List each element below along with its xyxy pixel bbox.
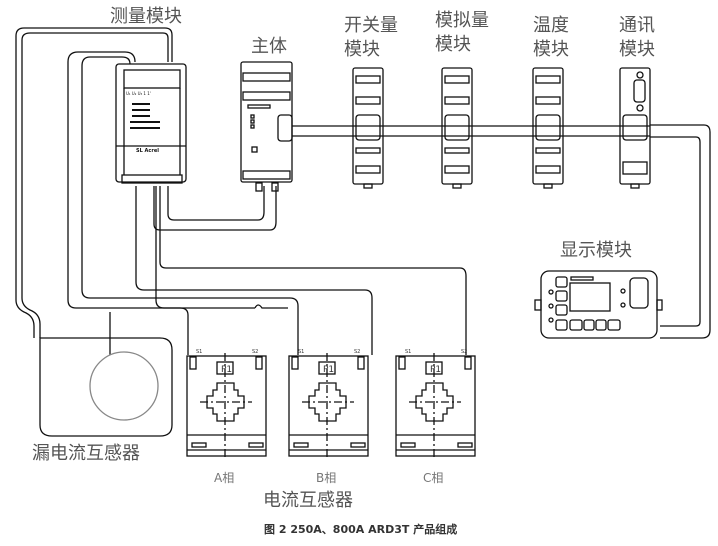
label-temperature-module-line1: 温度	[533, 15, 569, 36]
label-switch-module-line2: 模块	[344, 39, 380, 60]
measurement-brand: SL Acrel	[136, 148, 159, 154]
temperature-module-device	[532, 67, 564, 189]
ct-a-plate: P1	[221, 365, 232, 375]
measurement-module-device	[115, 63, 187, 184]
label-current-transformers: 电流互感器	[263, 490, 353, 511]
label-phase-c: C相	[423, 471, 444, 485]
label-switch-module-line1: 开关量	[344, 15, 398, 36]
ct-c-device	[395, 353, 476, 458]
label-comm-module: 通讯 模块	[619, 14, 655, 62]
svg-text:U₁ U₂ U₃ 1 1': U₁ U₂ U₃ 1 1'	[126, 91, 151, 96]
ct-c-s2: S2	[461, 349, 467, 355]
main-unit-device	[240, 61, 293, 192]
ct-b-plate: P1	[323, 365, 334, 375]
measurement-wiring	[15, 27, 467, 355]
label-comm-module-line1: 通讯	[619, 15, 655, 36]
label-analog-module-line2: 模块	[435, 34, 471, 55]
ct-b-s1: S1	[298, 349, 304, 355]
bus-cable	[292, 124, 711, 339]
label-switch-module: 开关量 模块	[344, 14, 398, 62]
label-main-unit: 主体	[251, 36, 287, 57]
label-measurement-module: 测量模块	[110, 6, 182, 27]
ct-a-s2: S2	[252, 349, 258, 355]
label-phase-a: A相	[214, 471, 235, 485]
label-phase-b: B相	[316, 471, 337, 485]
ct-a-device	[186, 353, 267, 458]
ct-a-s1: S1	[196, 349, 202, 355]
label-analog-module-line1: 模拟量	[435, 10, 489, 31]
switch-module-device	[352, 67, 384, 189]
comm-module-device	[619, 67, 651, 189]
ct-b-s2: S2	[354, 349, 360, 355]
leakage-ct-device	[39, 337, 173, 437]
analog-module-device	[441, 67, 473, 189]
display-module-device	[534, 270, 663, 339]
label-analog-module: 模拟量 模块	[435, 9, 489, 57]
ct-b-device	[288, 353, 369, 458]
figure-caption: 图 2 250A、800A ARD3T 产品组成	[264, 523, 458, 536]
label-leakage-ct: 漏电流互感器	[32, 443, 140, 464]
ct-c-plate: P1	[430, 365, 441, 375]
label-temperature-module-line2: 模块	[533, 39, 569, 60]
ct-c-s1: S1	[405, 349, 411, 355]
label-temperature-module: 温度 模块	[533, 14, 569, 62]
label-comm-module-line2: 模块	[619, 39, 655, 60]
label-display-module: 显示模块	[560, 240, 632, 261]
